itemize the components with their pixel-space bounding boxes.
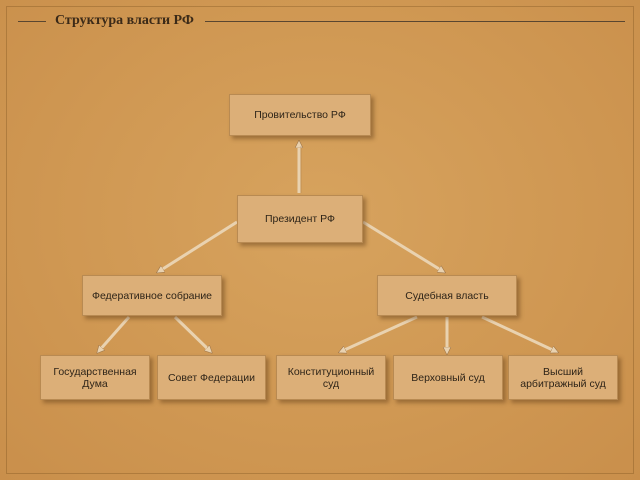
page-title: Структура власти РФ bbox=[55, 13, 194, 28]
arrow-assembly-to-council bbox=[173, 315, 211, 352]
arrow-president-to-judicial bbox=[362, 220, 444, 272]
slide-frame bbox=[6, 6, 634, 474]
node-government: Провительство РФ bbox=[229, 94, 371, 136]
node-constitutional-court: Конституционный суд bbox=[276, 355, 386, 400]
node-supreme-court: Верховный суд bbox=[393, 355, 503, 400]
arrow-judicial-to-constitutional bbox=[340, 315, 418, 352]
node-state-duma: Государственная Дума bbox=[40, 355, 150, 400]
node-president: Президент РФ bbox=[237, 195, 363, 243]
title-rule-left bbox=[18, 21, 46, 22]
title-rule-right bbox=[205, 21, 625, 22]
node-arbitration-court: Высший арбитражный суд bbox=[508, 355, 618, 400]
arrow-judicial-to-arbitration bbox=[481, 315, 557, 352]
arrow-president-to-federal-assembly bbox=[158, 220, 238, 272]
node-federation-council: Совет Федерации bbox=[157, 355, 266, 400]
node-federal-assembly: Федеративное собрание bbox=[82, 275, 222, 316]
arrow-assembly-to-duma bbox=[98, 316, 131, 352]
node-judicial-power: Судебная власть bbox=[377, 275, 517, 316]
